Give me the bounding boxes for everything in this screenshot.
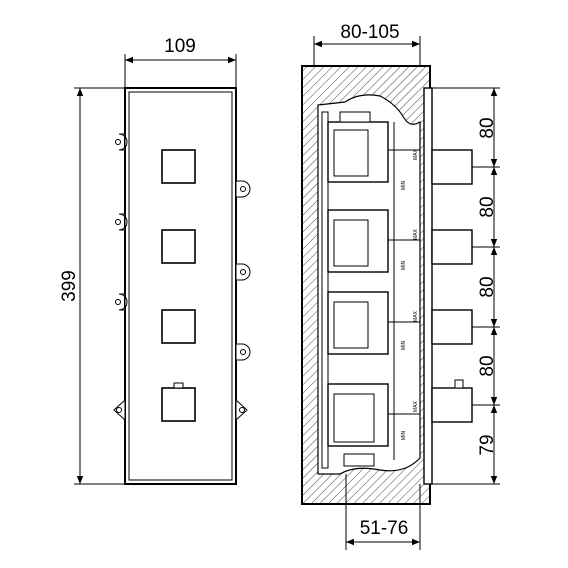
knob-4 bbox=[431, 387, 473, 423]
spacing-label-1: 80 bbox=[477, 117, 498, 138]
spacing-dimensions: 80 80 80 80 79 bbox=[432, 87, 500, 485]
side-knobs bbox=[431, 149, 473, 423]
front-control-squares bbox=[161, 149, 196, 422]
front-width-label: 109 bbox=[164, 36, 196, 57]
spacing-label-3: 80 bbox=[477, 276, 498, 297]
control-square-1 bbox=[161, 149, 196, 184]
control-square-2 bbox=[161, 229, 196, 264]
front-height-label: 399 bbox=[59, 270, 80, 302]
control-square-4 bbox=[161, 387, 196, 422]
front-view: 109 399 bbox=[59, 36, 251, 485]
knob-2 bbox=[431, 229, 473, 265]
svg-text:MAX: MAX bbox=[413, 311, 419, 323]
spacing-label-5: 79 bbox=[477, 434, 498, 455]
knob-1 bbox=[431, 149, 473, 185]
front-plate bbox=[423, 87, 433, 485]
svg-text:MAX: MAX bbox=[413, 401, 419, 413]
knob-3 bbox=[431, 309, 473, 345]
side-depth-label: 80-105 bbox=[340, 22, 399, 43]
svg-text:MIN: MIN bbox=[401, 180, 407, 190]
control-square-3 bbox=[161, 309, 196, 344]
svg-text:MAX: MAX bbox=[413, 149, 419, 161]
valve-bodies bbox=[321, 111, 420, 469]
svg-text:MAX: MAX bbox=[413, 229, 419, 241]
mounting-lugs-left bbox=[113, 133, 128, 422]
svg-text:MIN: MIN bbox=[401, 430, 407, 440]
min-max-scales: MIN MAX MIN MAX MIN MAX MIN MAX bbox=[401, 149, 419, 441]
side-view: 80-105 MIN MAX MIN bbox=[301, 22, 500, 550]
svg-text:MIN: MIN bbox=[401, 260, 407, 270]
spacing-label-2: 80 bbox=[477, 196, 498, 217]
front-housing bbox=[124, 87, 237, 485]
spacing-label-4: 80 bbox=[477, 355, 498, 376]
wall-thickness-label: 51-76 bbox=[360, 518, 409, 539]
svg-text:MIN: MIN bbox=[401, 340, 407, 350]
mounting-lugs-right bbox=[235, 180, 251, 422]
